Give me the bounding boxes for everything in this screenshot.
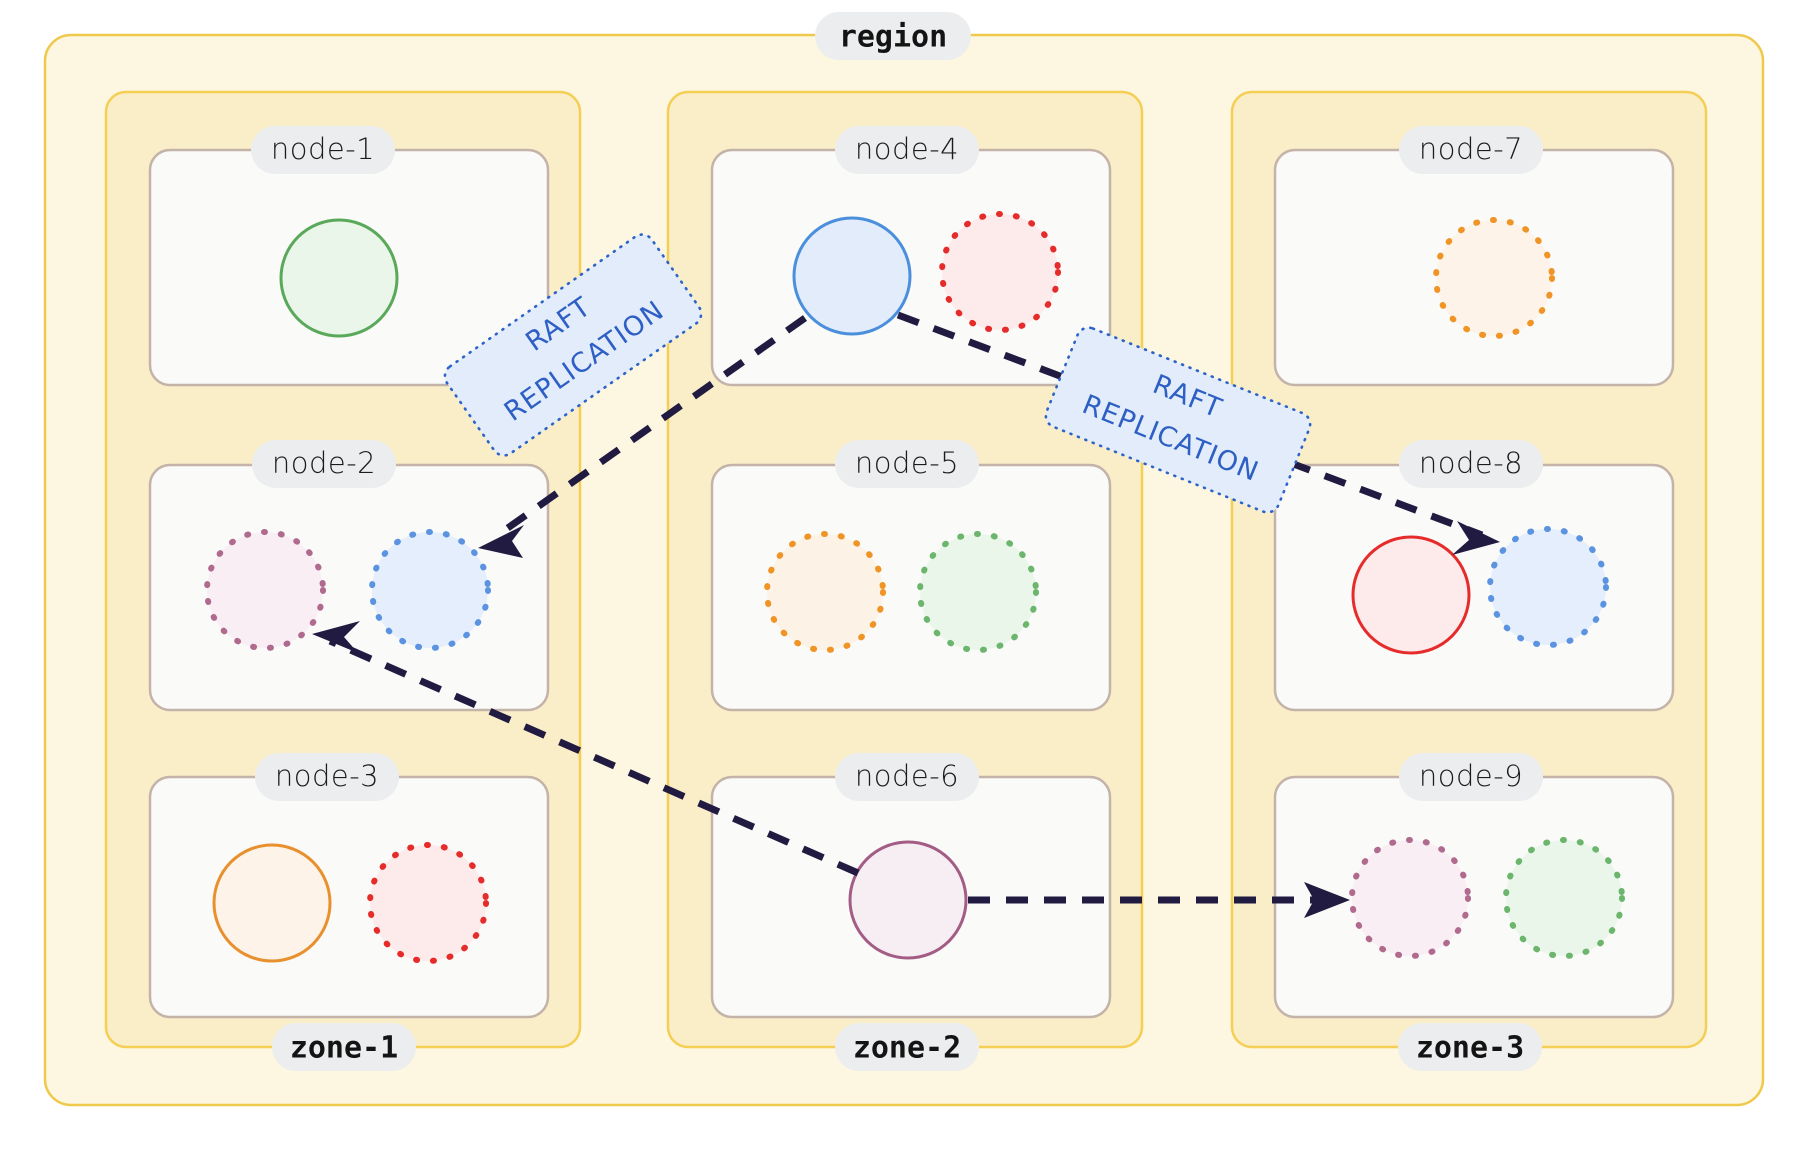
svg-text:zone-3: zone-3 [1416,1031,1524,1066]
raft-label-right: RAFT REPLICATION [1044,326,1312,514]
node-label-node-7: node-7 [1399,126,1543,174]
replica-node-5-0 [764,531,886,653]
svg-text:node-4: node-4 [855,132,959,166]
replica-node-2-0 [204,529,326,651]
replica-node-4-1 [939,211,1061,333]
svg-text:node-5: node-5 [855,446,959,480]
node-label-node-2: node-2 [252,440,396,488]
edge-node6-node9 [968,882,1350,918]
svg-text:node-9: node-9 [1419,759,1523,793]
replica-node-6-0 [848,840,968,960]
replica-node-9-1 [1503,837,1625,959]
node-label-node-9: node-9 [1399,753,1543,801]
edge-node4-node2 [478,315,808,558]
replica-node-8-1 [1487,526,1609,648]
replica-node-8-0 [1351,535,1471,655]
svg-text:node-7: node-7 [1419,132,1523,166]
node-label-node-8: node-8 [1399,440,1543,488]
replica-node-2-1 [369,529,491,651]
svg-text:zone-1: zone-1 [290,1031,398,1066]
node-label-node-5: node-5 [835,440,979,488]
replica-node-7-0 [1433,217,1555,339]
svg-text:region: region [839,20,947,55]
zone-label-zone-3: zone-3 [1398,1023,1542,1071]
svg-text:node-3: node-3 [275,759,379,793]
replica-node-1-0 [279,218,399,338]
edge-node6-node2 [312,621,860,877]
node-label-node-1: node-1 [251,126,395,174]
replica-node-3-1 [367,842,489,964]
zone-label-zone-2: zone-2 [835,1023,979,1071]
replica-node-9-0 [1349,837,1471,959]
node-label-node-3: node-3 [255,753,399,801]
zone-label-zone-1: zone-1 [272,1023,416,1071]
svg-text:node-8: node-8 [1419,446,1523,480]
replica-node-4-0 [792,216,912,336]
node-label-node-6: node-6 [835,753,979,801]
replica-node-3-0 [212,843,332,963]
node-label-node-4: node-4 [835,126,979,174]
svg-text:node-6: node-6 [855,759,959,793]
replica-node-5-1 [917,531,1039,653]
node-box-node-8 [1273,463,1675,712]
svg-text:node-1: node-1 [271,132,375,166]
region-label: region [815,12,971,60]
svg-text:zone-2: zone-2 [853,1031,961,1066]
svg-text:node-2: node-2 [272,446,376,480]
